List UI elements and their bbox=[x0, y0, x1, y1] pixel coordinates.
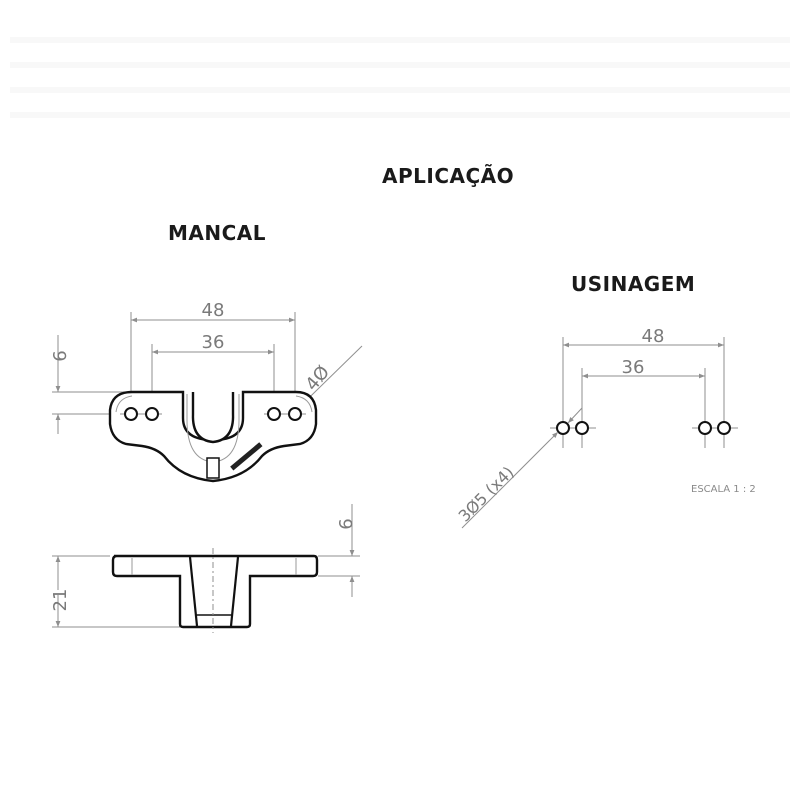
hole-callout: 3Ø5 (x4) bbox=[455, 463, 518, 526]
mancal-top-view: 48 36 6 4Ø bbox=[50, 300, 363, 483]
mancal-side-view: 21 6 bbox=[50, 504, 360, 633]
mancal-holes bbox=[120, 407, 306, 421]
dim-21-label: 21 bbox=[50, 589, 71, 612]
hole bbox=[267, 407, 281, 421]
usinagem-view: 48 36 3Ø5 (x4) bbox=[455, 326, 738, 529]
usinagem-heading: USINAGEM bbox=[571, 272, 696, 296]
dim-6-side-label: 6 bbox=[336, 518, 357, 529]
brand-mark bbox=[230, 442, 263, 471]
usinagem-hole bbox=[556, 421, 570, 435]
mancal-center-tab bbox=[206, 457, 220, 479]
dim-36-label: 36 bbox=[202, 332, 225, 353]
mancal-side-outline bbox=[111, 554, 319, 629]
usinagem-dim-36-label: 36 bbox=[622, 357, 645, 378]
scale-note: ESCALA 1 : 2 bbox=[691, 484, 756, 495]
watermark bbox=[10, 37, 790, 118]
usinagem-hole bbox=[575, 421, 589, 435]
dim-6-label: 6 bbox=[50, 350, 71, 361]
drawing-title: APLICAÇÃO bbox=[382, 164, 515, 188]
usinagem-hole bbox=[717, 421, 731, 435]
hole bbox=[288, 407, 302, 421]
hole bbox=[145, 407, 159, 421]
hole bbox=[124, 407, 138, 421]
mancal-heading: MANCAL bbox=[168, 221, 267, 245]
usinagem-hole bbox=[698, 421, 712, 435]
mancal-u-slot bbox=[191, 392, 235, 444]
dim-diameter-label: 4Ø bbox=[302, 362, 335, 395]
usinagem-dim-48-label: 48 bbox=[642, 326, 665, 347]
dim-48-label: 48 bbox=[202, 300, 225, 321]
